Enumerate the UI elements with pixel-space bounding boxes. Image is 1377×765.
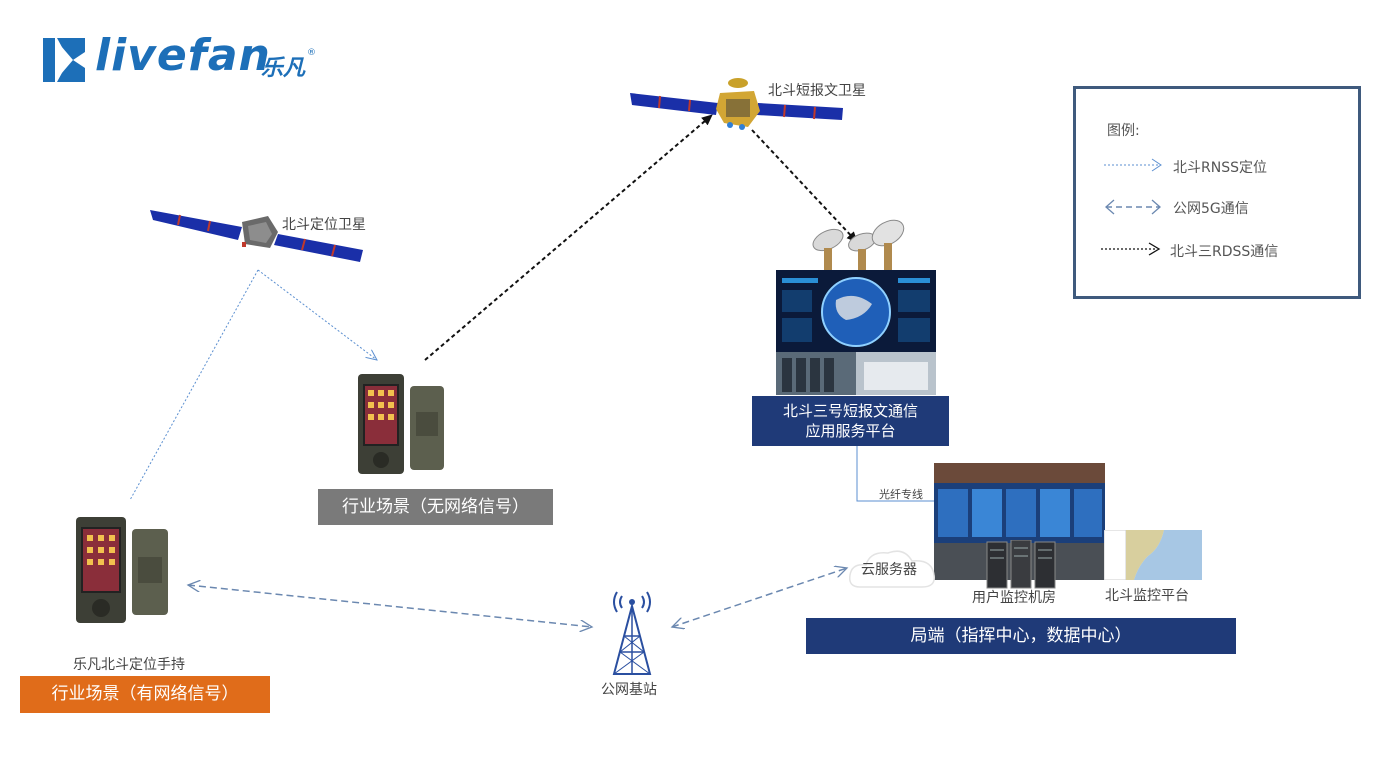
- logo-cn-text: 乐凡: [261, 56, 306, 81]
- legend-rdss-line: [1101, 242, 1161, 256]
- legend-rnss-label: 北斗RNSS定位: [1173, 160, 1267, 176]
- command-center-image: [934, 463, 1105, 580]
- dish-antenna-icon: [812, 219, 905, 270]
- platform-screen: [776, 270, 936, 395]
- logo-text: livefan: [95, 30, 271, 81]
- handheld-device: [76, 515, 171, 625]
- legend-5g-label: 公网5G通信: [1173, 201, 1249, 217]
- platform-title-line1: 北斗三号短报文通信: [782, 402, 918, 420]
- short-message-satellite: [630, 75, 845, 135]
- map-screen-image: [1103, 529, 1203, 581]
- cloud-icon: [848, 550, 935, 588]
- legend-box: 图例: 北斗RNSS定位 公网5G通信 北斗三RDSS通信: [1073, 86, 1361, 299]
- dashboard-screen-image: [776, 270, 936, 395]
- scene-no-signal-box: 行业场景（无网络信号）: [318, 489, 553, 525]
- room-label: 用户监控机房: [972, 590, 1056, 606]
- cell-tower-icon: [612, 591, 652, 675]
- rdss-line-down: [751, 129, 858, 243]
- satellite-icon: [630, 78, 843, 130]
- command-room-image: [934, 463, 1105, 580]
- base-station: [610, 590, 654, 676]
- terminal-no-signal: [358, 372, 448, 476]
- cloud-label: 云服务器: [861, 562, 917, 578]
- logo-registered: ®: [307, 48, 316, 58]
- monitor-map: [1103, 529, 1203, 581]
- fiber-label: 光纤专线: [879, 488, 923, 501]
- legend-5g-line: [1105, 199, 1161, 215]
- satellite-icon: [150, 210, 363, 262]
- server-racks: [985, 539, 1057, 590]
- scene-signal-box: 行业场景（有网络信号）: [20, 676, 270, 713]
- 5g-line-cloud: [672, 568, 847, 627]
- fiber-line: [856, 446, 935, 502]
- 5g-line-handheld: [188, 585, 592, 627]
- rugged-handheld-icon: [76, 517, 168, 623]
- positioning-satellite: [150, 200, 365, 270]
- logo: livefan 乐凡 ®: [43, 30, 323, 84]
- command-center-box: 局端（指挥中心，数据中心）: [806, 618, 1236, 654]
- platform-title-line2: 应用服务平台: [805, 422, 896, 440]
- satellite-dishes: [800, 218, 910, 273]
- rnss-line-to-handheld: [129, 269, 259, 501]
- positioning-satellite-label: 北斗定位卫星: [282, 217, 366, 233]
- legend-title: 图例:: [1107, 123, 1140, 139]
- rdss-line-up: [424, 114, 713, 361]
- cloud-server: 云服务器: [848, 545, 938, 590]
- short-message-satellite-label: 北斗短报文卫星: [768, 83, 866, 99]
- legend-rdss-label: 北斗三RDSS通信: [1170, 244, 1279, 260]
- monitor-label: 北斗监控平台: [1105, 588, 1189, 604]
- base-station-label: 公网基站: [601, 682, 657, 698]
- legend-rnss-line: [1104, 158, 1162, 172]
- server-rack-icon: [986, 539, 1056, 589]
- platform-title-box: 北斗三号短报文通信 应用服务平台: [752, 396, 949, 446]
- device-label: 乐凡北斗定位手持: [73, 657, 185, 673]
- logo-mark-icon: [43, 38, 85, 82]
- rnss-line-to-terminal: [257, 269, 377, 360]
- rugged-handheld-icon: [358, 374, 444, 474]
